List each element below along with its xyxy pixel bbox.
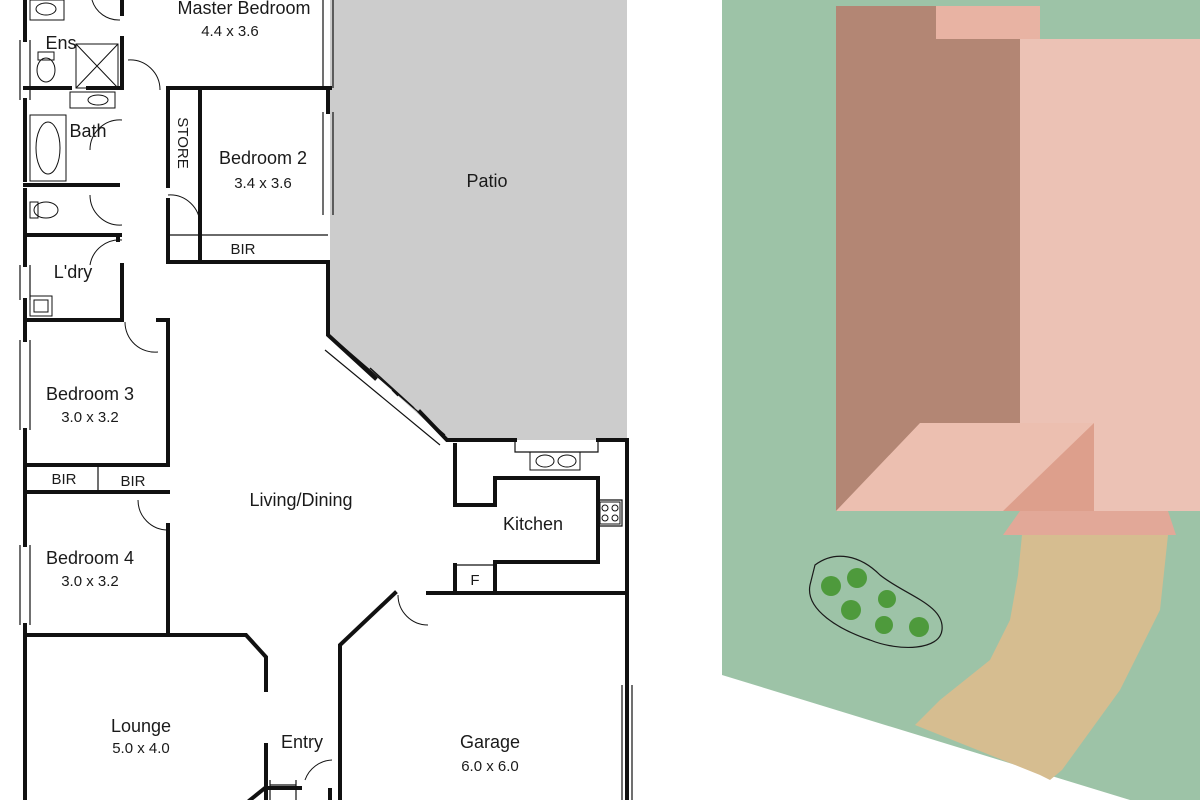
room-labels: Master Bedroom 4.4 x 3.6 Ens Bath STORE …: [45, 0, 563, 775]
wall-bedroom4: [23, 488, 268, 800]
bir-a-label: BIR: [51, 471, 76, 488]
shrub: [875, 616, 893, 634]
master-bedroom-dims: 4.4 x 3.6: [201, 23, 259, 40]
door-garage: [397, 594, 429, 626]
door-bed2: [167, 194, 201, 226]
master-bedroom-name: Master Bedroom: [177, 0, 310, 18]
patio-area: [330, 0, 627, 440]
shrub: [878, 590, 896, 608]
ensuite-vanity: [29, 0, 65, 21]
fixtures: [29, 0, 621, 594]
wall-store: [166, 86, 330, 264]
door-ensuite-top: [91, 0, 121, 21]
walls: [23, 0, 629, 800]
driveway: [915, 535, 1168, 780]
lounge-name: Lounge: [111, 716, 171, 736]
kitchen-sink: [529, 451, 581, 471]
bathtub-basin: [35, 121, 61, 175]
roof-front-eave: [1003, 511, 1176, 535]
wall-patio-edge: [326, 86, 629, 800]
entry-label: Entry: [281, 732, 323, 752]
laundry-label: L'dry: [54, 262, 92, 282]
door-entry: [304, 759, 333, 781]
sink-bath: [87, 94, 109, 106]
garage-dims: 6.0 x 6.0: [461, 758, 519, 775]
roof-top-section: [936, 6, 1040, 39]
garden-bed-outline: [809, 555, 943, 649]
door-wc: [89, 194, 123, 226]
ensuite-label: Ens: [45, 33, 76, 53]
bath-label: Bath: [69, 121, 106, 141]
patio-label: Patio: [466, 171, 507, 191]
vanity-bath: [69, 91, 116, 109]
cooktop: [599, 501, 621, 525]
store-label: STORE: [174, 117, 191, 168]
fridge-space: [454, 564, 496, 594]
bedroom3-dims: 3.0 x 3.2: [61, 409, 119, 426]
wall-entry: [247, 786, 332, 800]
door-bed3: [124, 321, 159, 353]
site-plan: [722, 0, 1200, 800]
thin-lines: [19, 0, 633, 800]
door-swings: [89, 0, 429, 781]
bedroom3-name: Bedroom 3: [46, 384, 134, 404]
bedroom4-name: Bedroom 4: [46, 548, 134, 568]
bathtub: [29, 114, 67, 182]
door-bed4: [137, 499, 169, 531]
floor-plan: Master Bedroom 4.4 x 3.6 Ens Bath STORE …: [19, 0, 633, 800]
shrub: [909, 617, 929, 637]
bedroom2-dims: 3.4 x 3.6: [234, 175, 292, 192]
laundry-tub: [29, 295, 53, 317]
toilet-ensuite: [36, 57, 56, 83]
bedroom2-bir-label: BIR: [230, 241, 255, 258]
wall-bath: [23, 183, 122, 242]
roof-garage-ridge: [1003, 423, 1094, 511]
door-bath: [89, 119, 123, 151]
bedroom2-name: Bedroom 2: [219, 148, 307, 168]
toilet-wc: [33, 201, 59, 219]
door-master: [127, 59, 161, 91]
kitchen-label: Kitchen: [503, 514, 563, 534]
bir-b-label: BIR: [120, 473, 145, 490]
shrub: [847, 568, 867, 588]
garage-name: Garage: [460, 732, 520, 752]
door-laundry: [89, 239, 123, 266]
shower: [75, 43, 119, 89]
roof: [836, 6, 1200, 535]
lounge-dims: 5.0 x 4.0: [112, 740, 170, 757]
wall-bedroom3: [23, 318, 170, 494]
shrub: [841, 600, 861, 620]
living-dining-label: Living/Dining: [249, 490, 352, 510]
fridge-label: F: [470, 572, 479, 589]
bedroom4-dims: 3.0 x 3.2: [61, 573, 119, 590]
garden-bed: [809, 555, 943, 649]
wall-laundry: [23, 263, 170, 354]
shrub: [821, 576, 841, 596]
